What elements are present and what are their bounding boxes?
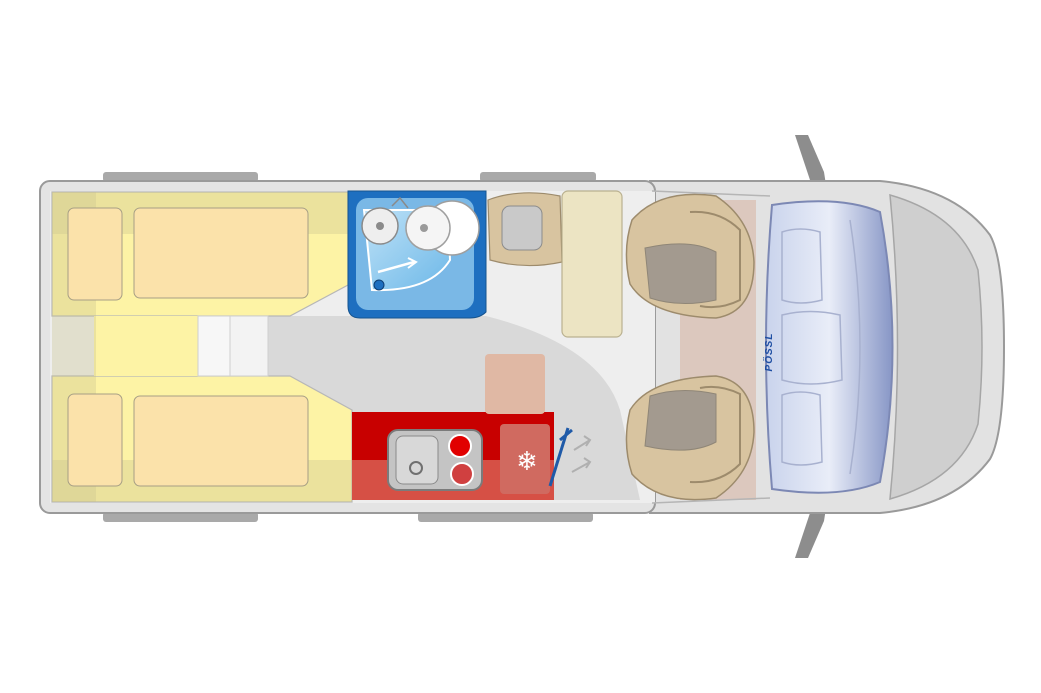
burner [450,462,474,486]
dashboard [781,219,861,475]
table [561,190,623,338]
pillow [67,207,123,301]
kitchen [352,354,554,500]
svg-text:PÖSSL: PÖSSL [762,333,775,372]
mattress [133,395,309,487]
bed-step-left [197,315,231,377]
brand-logo: PÖSSL [762,333,775,372]
pillow [67,393,123,487]
mattress [133,207,309,299]
burner [448,434,472,458]
side-mirrors [795,135,826,558]
wheels [103,172,596,522]
rear-beds [51,191,353,503]
front-seats [625,193,756,501]
cab-divider [651,190,771,504]
hood [889,193,983,501]
drain [373,279,385,291]
dinette [487,190,623,338]
bed-middle-insert [94,316,198,376]
sliding-door-arrow-icon [548,427,592,487]
windshield [765,200,894,494]
bed-step-right [229,315,269,377]
hob-table-overlay [485,354,545,414]
fridge [500,424,550,494]
bathroom [347,190,487,319]
snowflake-icon: ❄ [516,447,538,477]
